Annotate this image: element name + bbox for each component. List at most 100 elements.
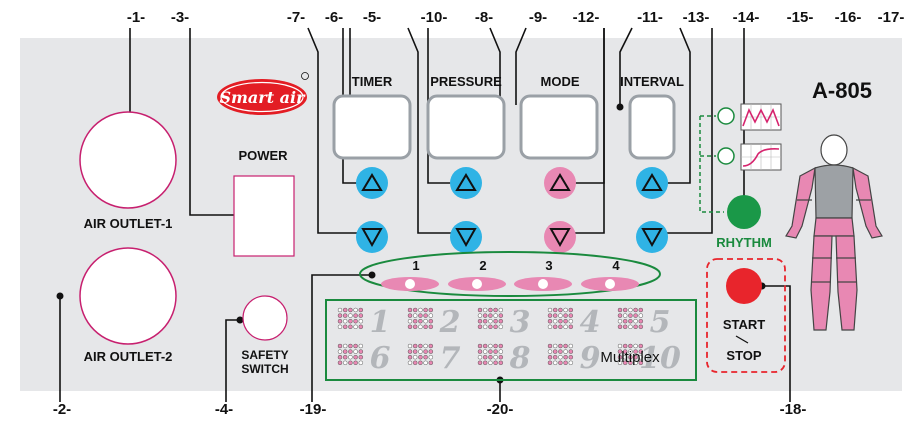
wave-graph-icon bbox=[740, 103, 782, 131]
air-outlet-2-label: AIR OUTLET-2 bbox=[84, 349, 173, 364]
chamber-indicator-1: 1 bbox=[381, 258, 439, 291]
pressure-label: PRESSURE bbox=[430, 74, 502, 89]
callout-16: -16- bbox=[835, 9, 862, 26]
interval-up-button[interactable] bbox=[636, 167, 668, 199]
callout-9: -9- bbox=[529, 9, 547, 26]
callout-8: -8- bbox=[475, 9, 493, 26]
chamber-number: 2 bbox=[479, 258, 486, 273]
rhythm-button[interactable] bbox=[727, 195, 761, 229]
power-label: POWER bbox=[238, 148, 288, 163]
mode-pattern-1: 1 bbox=[337, 305, 391, 340]
up-arrow-icon bbox=[361, 173, 383, 191]
mode-patterns: 1 2 3 4 5 6 7 8 9 10 bbox=[337, 305, 681, 376]
callout-20: -20- bbox=[487, 401, 514, 418]
mode-number: 4 bbox=[580, 305, 601, 340]
chamber-indicator-group bbox=[359, 251, 661, 297]
callout-4: -4- bbox=[215, 401, 233, 418]
callout-1: -1- bbox=[127, 9, 145, 26]
model-number: A-805 bbox=[812, 78, 872, 103]
mode-up-button[interactable] bbox=[544, 167, 576, 199]
chamber-indicator-4: 4 bbox=[581, 258, 639, 291]
leader-lines bbox=[59, 27, 791, 402]
mode-label: MODE bbox=[541, 74, 580, 89]
mode-number: 9 bbox=[580, 341, 601, 376]
down-arrow-icon bbox=[455, 228, 477, 248]
mode-down-button[interactable] bbox=[544, 221, 576, 253]
pressure-display bbox=[426, 94, 506, 160]
callout-6: -6- bbox=[325, 9, 343, 26]
callout-labels: -1- -3- -7- -6- -5- -10- -8- -9- -12- -1… bbox=[53, 9, 905, 418]
mode-pattern-10: 10 bbox=[617, 341, 681, 376]
chamber-number: 4 bbox=[612, 258, 620, 273]
mode-number: 10 bbox=[639, 341, 681, 376]
rhythm-led-2 bbox=[717, 147, 735, 165]
callout-12: -12- bbox=[573, 9, 600, 26]
mode-number: 5 bbox=[650, 305, 671, 340]
callout-18: -18- bbox=[780, 401, 807, 418]
chamber-indicators: 1 2 3 4 bbox=[381, 258, 639, 291]
down-arrow-icon bbox=[641, 228, 663, 248]
mode-pattern-2: 2 bbox=[407, 305, 461, 340]
brand-logo: Smart air bbox=[217, 72, 309, 115]
air-outlet-1[interactable] bbox=[79, 111, 177, 209]
mode-pattern-5: 5 bbox=[617, 305, 671, 340]
timer-display bbox=[332, 94, 412, 160]
safety-switch-label-line2: SWITCH bbox=[241, 362, 288, 376]
timer-up-button[interactable] bbox=[356, 167, 388, 199]
chamber-indicator-3: 3 bbox=[514, 258, 572, 291]
start-stop-divider bbox=[735, 335, 749, 344]
mode-display bbox=[519, 94, 599, 160]
callout-3: -3- bbox=[171, 9, 189, 26]
mode-number: 2 bbox=[439, 305, 461, 340]
safety-switch-label-line1: SAFETY bbox=[241, 348, 288, 362]
callout-10: -10- bbox=[421, 9, 448, 26]
callout-2: -2- bbox=[53, 401, 71, 418]
pressure-down-button[interactable] bbox=[450, 221, 482, 253]
callout-17: -17- bbox=[878, 9, 905, 26]
mode-table bbox=[325, 299, 697, 381]
mode-pattern-4: 4 bbox=[547, 305, 601, 340]
timer-label: TIMER bbox=[352, 74, 393, 89]
air-outlet-2[interactable] bbox=[79, 247, 177, 345]
start-label: START bbox=[723, 317, 765, 332]
mode-number: 8 bbox=[509, 341, 531, 376]
mode-pattern-8: 8 bbox=[477, 341, 531, 376]
multiplex-label: Multiplex bbox=[600, 349, 660, 366]
pressure-up-button[interactable] bbox=[450, 167, 482, 199]
chamber-number: 3 bbox=[545, 258, 552, 273]
interval-down-button[interactable] bbox=[636, 221, 668, 253]
up-arrow-icon bbox=[549, 173, 571, 191]
start-stop-frame bbox=[706, 258, 786, 373]
stop-label: STOP bbox=[726, 348, 761, 363]
callout-14: -14- bbox=[733, 9, 760, 26]
mode-number: 7 bbox=[440, 341, 461, 376]
timer-down-button[interactable] bbox=[356, 221, 388, 253]
mode-number: 6 bbox=[370, 341, 391, 376]
mode-pattern-9: 9 bbox=[547, 341, 601, 376]
ramp-graph-icon bbox=[740, 143, 782, 171]
mode-pattern-3: 3 bbox=[477, 305, 531, 340]
callout-15: -15- bbox=[787, 9, 814, 26]
air-outlet-1-label: AIR OUTLET-1 bbox=[84, 216, 173, 231]
callout-5: -5- bbox=[363, 9, 381, 26]
interval-label: INTERVAL bbox=[620, 74, 684, 89]
safety-switch[interactable] bbox=[242, 295, 288, 341]
rhythm-indicators bbox=[699, 103, 782, 213]
mode-pattern-7: 7 bbox=[407, 341, 461, 376]
mode-number: 3 bbox=[510, 305, 531, 340]
start-stop-button[interactable] bbox=[726, 268, 762, 304]
interval-display bbox=[628, 94, 676, 160]
callout-19: -19- bbox=[300, 401, 327, 418]
rhythm-label: RHYTHM bbox=[716, 235, 772, 250]
brand-name: Smart air bbox=[219, 88, 306, 107]
callout-11: -11- bbox=[637, 9, 663, 26]
power-switch[interactable] bbox=[233, 175, 295, 257]
up-arrow-icon bbox=[455, 173, 477, 191]
body-suit-icon bbox=[785, 134, 883, 331]
down-arrow-icon bbox=[549, 228, 571, 248]
up-arrow-icon bbox=[641, 173, 663, 191]
mode-number: 1 bbox=[370, 305, 391, 340]
chamber-indicator-2: 2 bbox=[448, 258, 506, 291]
rhythm-led-1 bbox=[717, 107, 735, 125]
